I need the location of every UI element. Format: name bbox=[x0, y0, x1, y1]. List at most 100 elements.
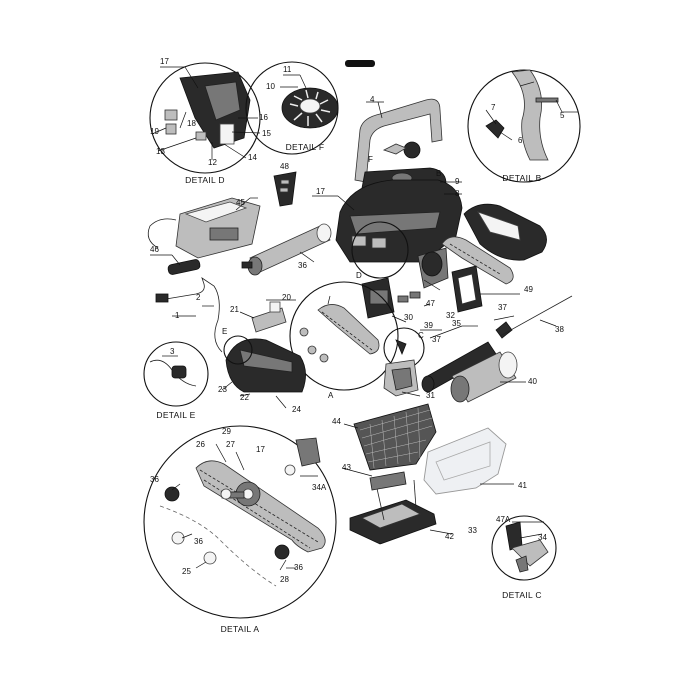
label-17: 17 bbox=[316, 187, 325, 196]
detail-e: DETAIL E bbox=[143, 341, 209, 420]
label-47a: 47A bbox=[496, 515, 511, 524]
label-36-a: 36 bbox=[150, 475, 159, 484]
label-19: 19 bbox=[150, 127, 159, 136]
brush-roller bbox=[421, 341, 497, 393]
label-34: 34 bbox=[538, 533, 547, 542]
grate bbox=[341, 467, 407, 491]
label-36-b: 36 bbox=[194, 537, 203, 546]
label-31: 31 bbox=[426, 391, 435, 400]
label-34a: 34A bbox=[312, 483, 327, 492]
label-11: 11 bbox=[283, 65, 292, 74]
label-7: 7 bbox=[491, 103, 496, 112]
pulleys bbox=[164, 437, 321, 565]
label-37-b: 37 bbox=[432, 335, 441, 344]
detail-b-caption: DETAIL B bbox=[502, 173, 541, 183]
detail-c: DETAIL C bbox=[491, 515, 557, 600]
part-labels: 17 18 19 13 1 2 14 15 16 11 10 4 7 5 6 48… bbox=[150, 57, 565, 584]
connectors bbox=[397, 291, 513, 339]
drive-track bbox=[195, 460, 326, 553]
callout-d: D bbox=[356, 271, 362, 280]
label-26: 26 bbox=[196, 440, 205, 449]
label-14: 14 bbox=[248, 153, 257, 162]
label-4: 4 bbox=[370, 95, 375, 104]
label-48: 48 bbox=[280, 162, 289, 171]
label-9: 9 bbox=[455, 177, 460, 186]
label-38: 38 bbox=[555, 325, 564, 334]
label-15: 15 bbox=[262, 129, 271, 138]
top-tab bbox=[345, 60, 375, 67]
callout-a: A bbox=[328, 391, 334, 400]
seal-frame bbox=[451, 265, 520, 313]
label-20: 20 bbox=[282, 293, 291, 302]
remote bbox=[273, 171, 297, 207]
label-41: 41 bbox=[518, 481, 527, 490]
detail-f: DETAIL F bbox=[245, 61, 339, 155]
leader-37 bbox=[493, 315, 515, 321]
label-17-d: 17 bbox=[160, 57, 169, 66]
roller bbox=[241, 223, 332, 276]
callout-f: F bbox=[368, 155, 373, 164]
base-tray bbox=[349, 479, 453, 545]
cable-handle bbox=[155, 277, 223, 353]
label-28: 28 bbox=[280, 575, 289, 584]
detail-a-marker bbox=[289, 281, 399, 391]
label-45: 45 bbox=[236, 198, 245, 207]
filter-holder bbox=[423, 427, 514, 495]
label-2: 2 bbox=[196, 293, 201, 302]
swivel bbox=[251, 301, 287, 333]
detail-b: DETAIL B bbox=[467, 69, 581, 183]
detail-a: DETAIL A bbox=[143, 425, 337, 634]
label-36-c: 36 bbox=[294, 563, 303, 572]
detail-d: DETAIL D bbox=[149, 62, 261, 185]
upper-track bbox=[441, 236, 514, 285]
label-10: 10 bbox=[266, 82, 275, 91]
detail-e-caption: DETAIL E bbox=[156, 410, 195, 420]
label-23: 23 bbox=[218, 385, 227, 394]
label-40: 40 bbox=[528, 377, 537, 386]
label-5: 5 bbox=[560, 111, 565, 120]
detail-f-caption: DETAIL F bbox=[286, 142, 325, 152]
power-supply bbox=[147, 197, 261, 259]
label-47: 47 bbox=[426, 299, 435, 308]
label-44: 44 bbox=[332, 417, 341, 426]
foam-roller bbox=[450, 351, 518, 403]
label-32: 32 bbox=[446, 311, 455, 320]
label-42: 42 bbox=[445, 532, 454, 541]
label-33: 33 bbox=[468, 526, 477, 535]
gear-assembly bbox=[220, 481, 261, 507]
short-brush bbox=[167, 259, 201, 275]
callout-c: C bbox=[418, 331, 424, 340]
label-36: 36 bbox=[298, 261, 307, 270]
label-17-a: 17 bbox=[256, 445, 265, 454]
inner-track bbox=[299, 304, 380, 363]
debris-basket bbox=[343, 403, 437, 471]
label-39: 39 bbox=[424, 321, 433, 330]
hood bbox=[312, 179, 463, 263]
label-16: 16 bbox=[259, 113, 268, 122]
detail-c-caption: DETAIL C bbox=[502, 590, 542, 600]
label-37-a: 37 bbox=[498, 303, 507, 312]
label-3: 3 bbox=[170, 347, 175, 356]
detail-d-caption: DETAIL D bbox=[185, 175, 225, 185]
side-plate bbox=[463, 203, 547, 261]
label-24: 24 bbox=[292, 405, 301, 414]
callout-b: B bbox=[436, 169, 441, 178]
label-18: 18 bbox=[187, 119, 196, 128]
label-49: 49 bbox=[524, 285, 533, 294]
label-1: 1 bbox=[175, 311, 180, 320]
label-25: 25 bbox=[182, 567, 191, 576]
detail-a-caption: DETAIL A bbox=[221, 624, 260, 634]
label-43: 43 bbox=[342, 463, 351, 472]
label-13: 13 bbox=[156, 147, 165, 156]
label-6: 6 bbox=[518, 136, 523, 145]
label-46: 46 bbox=[150, 245, 159, 254]
impeller bbox=[383, 327, 425, 397]
lower-body bbox=[223, 335, 306, 393]
label-27: 27 bbox=[226, 440, 235, 449]
detail-d-marker bbox=[351, 221, 409, 279]
label-30: 30 bbox=[404, 313, 413, 322]
label-22: 22 bbox=[240, 393, 249, 402]
label-21: 21 bbox=[230, 305, 239, 314]
handle bbox=[354, 98, 443, 183]
